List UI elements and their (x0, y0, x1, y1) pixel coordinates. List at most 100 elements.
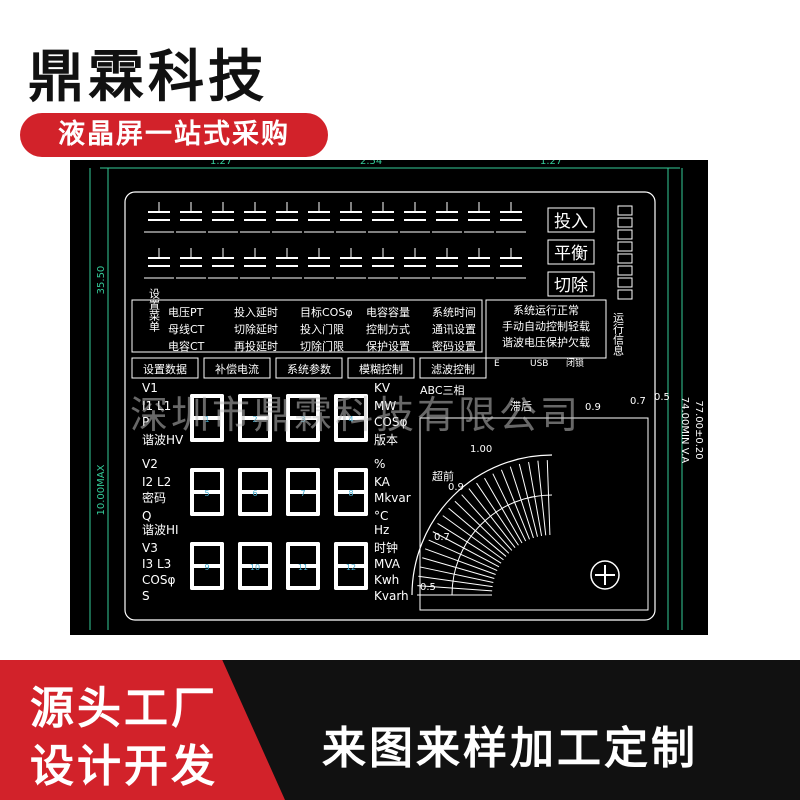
digit-num: 1 (204, 415, 209, 424)
footer-red-line2: 设计开发 (30, 741, 218, 792)
meter-ray (537, 460, 547, 536)
meter-ray (461, 494, 513, 551)
meter-ray (432, 531, 500, 568)
digit-num: 6 (252, 489, 257, 498)
meter-ray (424, 548, 496, 575)
menu-item-0-0: 电压PT (168, 306, 204, 319)
digit-num: 7 (300, 489, 305, 498)
lcd-button-2: 切除 (554, 276, 588, 296)
status-line-2: 谐波电压保护欠载 (502, 335, 590, 349)
brand-name: 鼎霖科技 (28, 45, 268, 110)
menu-item-4-2: 密码设置 (432, 339, 476, 353)
status-icon-0: E (494, 359, 500, 369)
right-label-10: MVA (374, 557, 401, 571)
digit-num: 5 (204, 489, 209, 498)
button-frame (547, 271, 595, 297)
meter-ray (422, 557, 495, 579)
meter-ray (509, 466, 534, 539)
abc-label: ABC三相 (420, 384, 465, 397)
bar-seg (617, 277, 633, 288)
right-label-8: Hz (374, 523, 389, 537)
tagline-pill: 液晶屏一站式采购 (20, 113, 328, 157)
left-label-7: Q (142, 509, 151, 523)
menu-item-3-0: 电容容量 (366, 305, 410, 319)
meter-arc (411, 454, 553, 596)
meter-ray (419, 566, 494, 584)
meter-top-label: 滞后 (510, 400, 532, 413)
menu-item-0-1: 母线CT (168, 322, 205, 336)
left-label-6: 密码 (142, 490, 166, 505)
digit-num: 8 (348, 489, 353, 498)
menu-item-3-1: 控制方式 (366, 322, 410, 336)
button-frame (547, 239, 595, 265)
meter-knob (590, 560, 620, 590)
right-label-2: COSφ (374, 415, 407, 429)
meter-ray (492, 473, 527, 542)
meter-tick-6: 0.5 (654, 392, 670, 403)
meter-tick-3: 1.00 (470, 444, 492, 455)
right-label-12: Kvarh (374, 589, 409, 603)
tab-3: 模糊控制 (359, 362, 403, 376)
meter-ray (437, 523, 502, 564)
right-label-1: MW (374, 399, 396, 413)
bar-seg (617, 229, 633, 240)
dim-left-lower: 10.00MAX (96, 464, 107, 515)
status-icon-2: 闭锁 (566, 357, 584, 369)
meter-tick-0: 0.9 (448, 482, 464, 493)
footer-red-line1: 源头工厂 (30, 683, 218, 734)
bar-seg (617, 217, 633, 228)
left-label-8: 谐波HI (142, 523, 179, 537)
setup-vertical: 设置菜单 (148, 288, 161, 332)
digit-num: 3 (300, 415, 305, 424)
button-frame (547, 207, 595, 233)
menu-item-2-2: 切除门限 (300, 339, 344, 353)
left-label-3: 谐波HV (142, 433, 184, 447)
left-label-1: I1 L1 (142, 399, 171, 413)
bar-seg (617, 241, 633, 252)
run-info: 运行信息 (612, 312, 625, 356)
menu-item-3-2: 保护设置 (366, 339, 410, 353)
status-line-1: 手动自动控制轻载 (502, 319, 590, 333)
menu-item-4-0: 系统时间 (432, 306, 476, 319)
digit-num: 4 (348, 415, 353, 424)
left-label-10: I3 L3 (142, 557, 171, 571)
footer-main-text: 来图来样加工定制 (322, 723, 698, 774)
meter-ray (546, 460, 551, 536)
bar-seg (617, 205, 633, 216)
left-label-12: S (142, 589, 150, 603)
right-label-7: °C (374, 509, 388, 523)
menu-item-1-2: 再投延时 (234, 339, 278, 353)
tab-2: 系统参数 (287, 362, 331, 376)
bar-seg (617, 265, 633, 276)
meter-tick-4: 0.9 (585, 402, 601, 413)
tab-frame (131, 357, 199, 379)
tab-1: 补偿电流 (215, 362, 259, 376)
status-icon-1: USB (530, 359, 548, 369)
dim-right-a: 74.00MIN V.A (679, 397, 690, 464)
meter-box (419, 417, 649, 611)
lcd-button-1: 平衡 (554, 244, 588, 264)
left-label-4: V2 (142, 457, 158, 471)
meter-ray (428, 539, 498, 572)
tab-frame (347, 357, 415, 379)
meter-ray (442, 515, 504, 561)
menu-item-2-1: 投入门限 (300, 322, 344, 336)
bar-seg (617, 289, 633, 300)
digit-num: 11 (298, 563, 308, 572)
left-label-2: P (142, 415, 149, 429)
tab-frame (275, 357, 343, 379)
digit-num: 2 (252, 415, 257, 424)
left-label-0: V1 (142, 381, 158, 395)
meter-ray (468, 488, 516, 549)
meter-ray (417, 585, 493, 592)
left-label-9: V3 (142, 541, 158, 555)
meter-left-label: 超前 (432, 469, 454, 483)
meter-ray (418, 575, 493, 588)
left-label-11: COSφ (142, 573, 175, 587)
menu-item-4-1: 通讯设置 (432, 323, 476, 336)
right-label-4: % (374, 457, 385, 471)
tab-4: 滤波控制 (431, 362, 475, 376)
meter-ray (448, 507, 507, 557)
